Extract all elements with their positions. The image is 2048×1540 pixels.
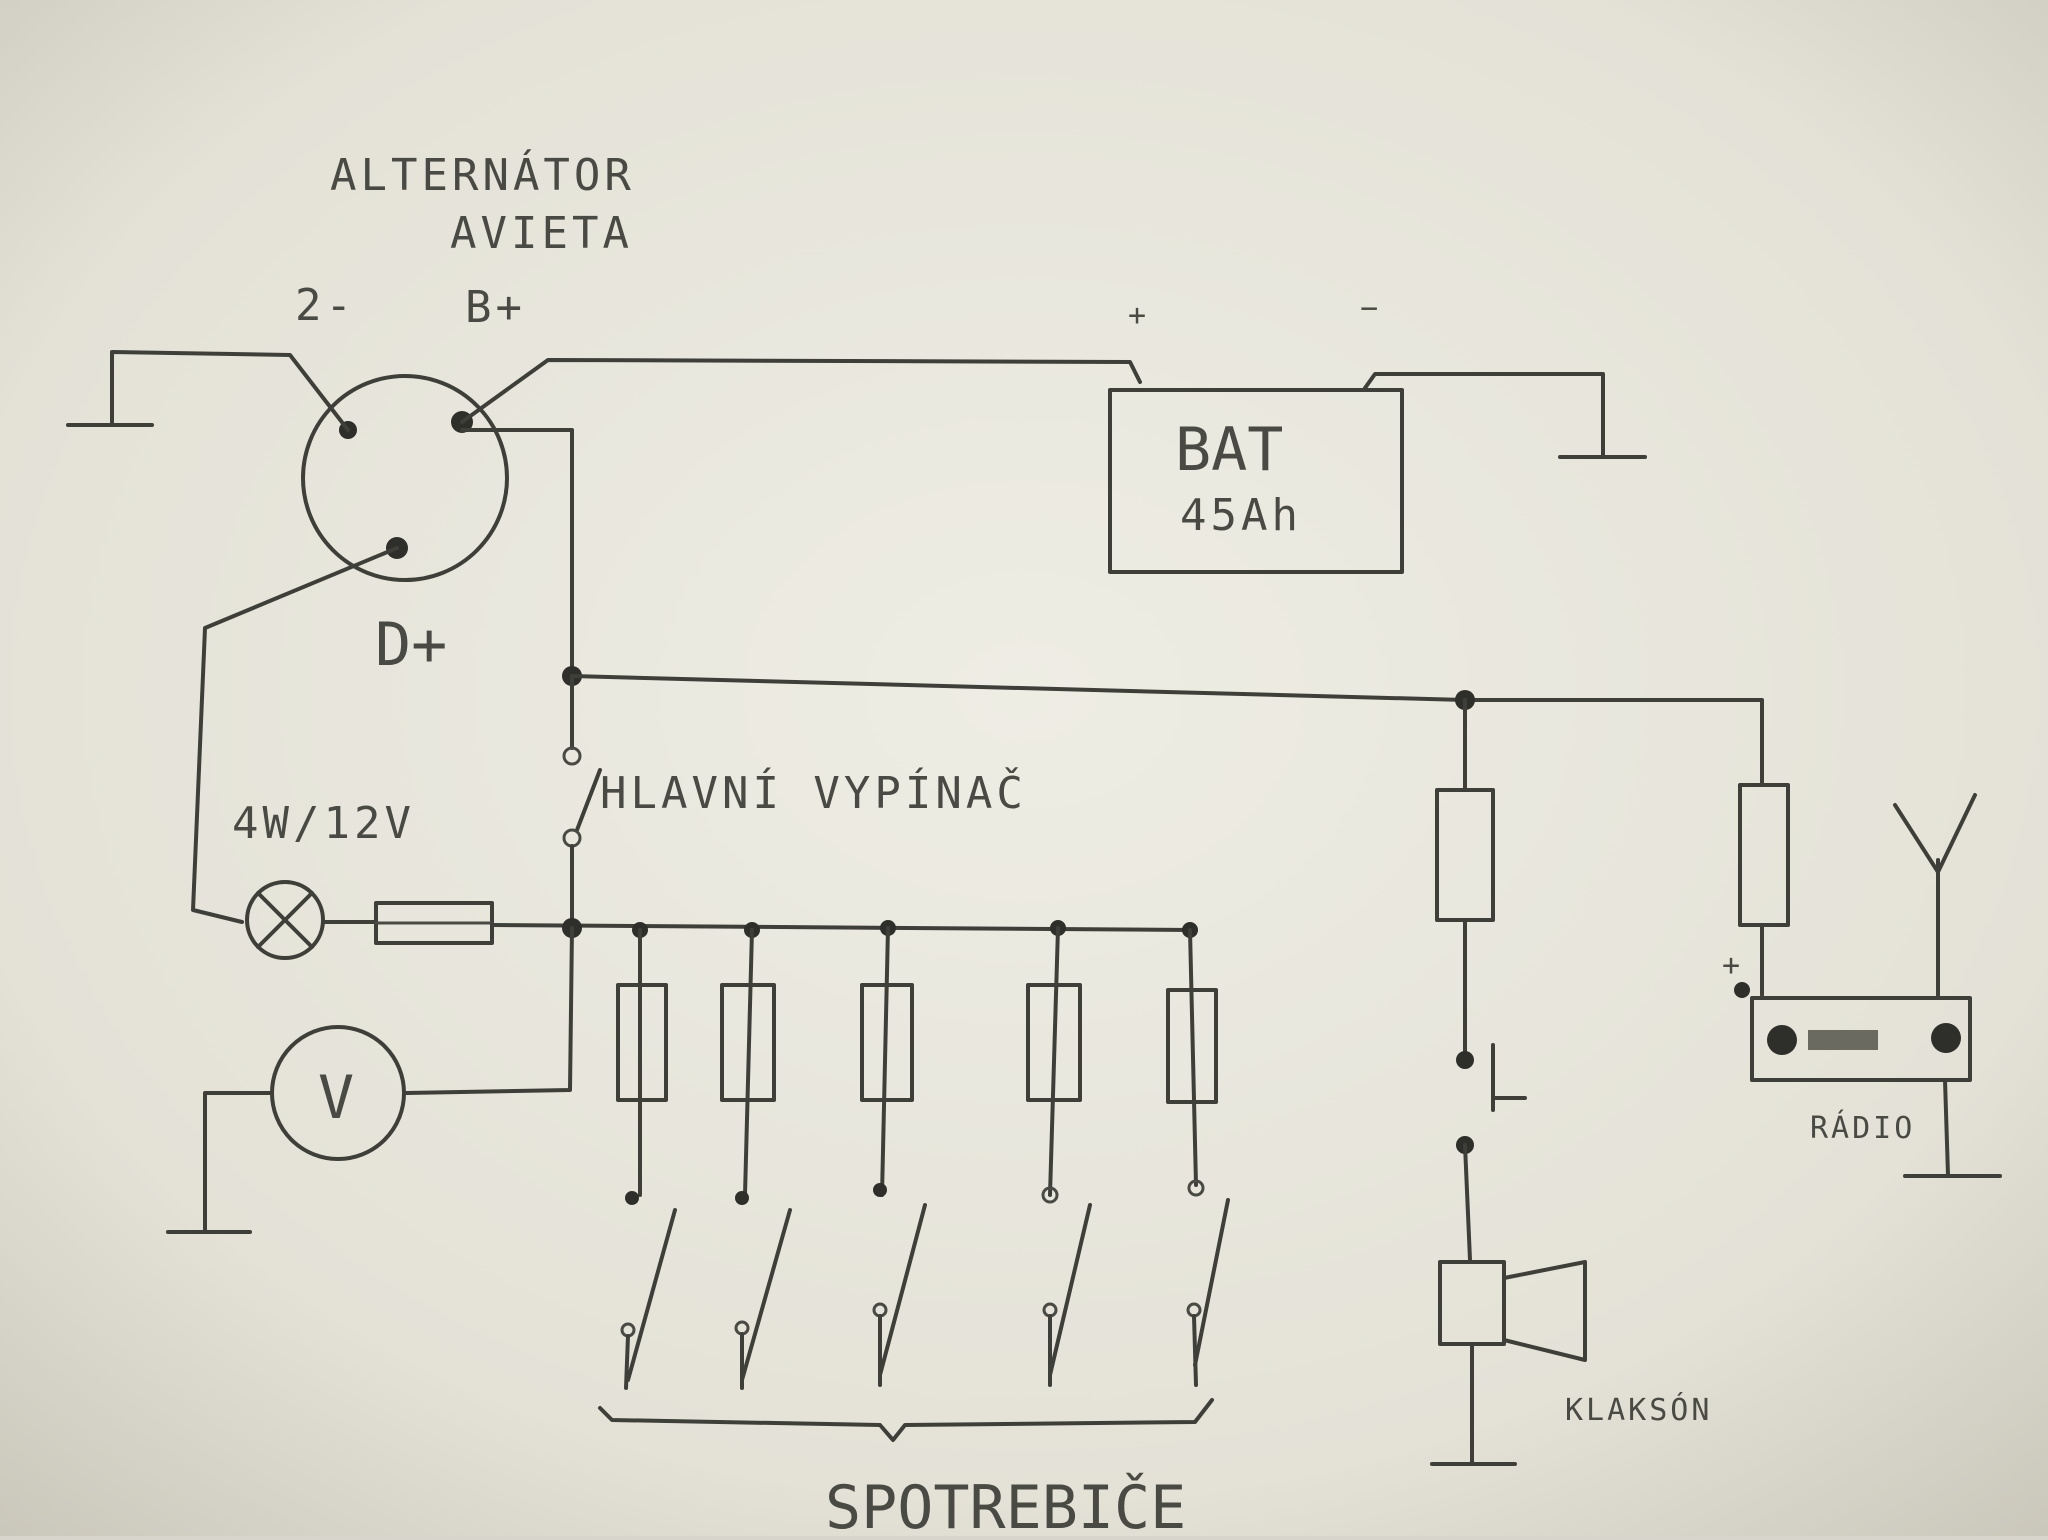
alternator-terminal-b-plus-label: B+ [465,282,526,333]
battery-capacity: 45Ah [1180,490,1302,541]
horn-button [1491,1043,1527,1112]
consumers-brace [598,1398,1214,1442]
wire-button-to-horn [1463,1143,1472,1262]
alternator-symbol [301,374,509,582]
consumers-label: SPOTREBIČE [825,1472,1186,1536]
radio-display [1808,1030,1878,1050]
horn-button-contact-top [1456,1051,1474,1069]
consumer-fuse-3 [860,983,914,1102]
wire-alt-minus-ground [110,350,350,432]
alternator-title: ALTERNÁTOR [330,148,635,201]
lamp-label: 4W/12V [232,798,415,849]
consumer-branch-2 [720,922,792,1390]
consumer-fuse-5 [1166,988,1218,1104]
main-switch-contact-top [562,746,582,766]
radio-unit [1750,996,1972,1082]
consumer-fuse-2 [720,983,776,1102]
wire-alt-bplus-bus [460,428,574,678]
consumer-branch-4 [1026,920,1092,1387]
voltmeter-label: V [318,1063,354,1133]
antenna-symbol [1893,793,1977,1000]
radio-plus-terminal [1734,982,1750,998]
consumer-switch-5 [1193,1198,1230,1367]
radio-label: RÁDIO [1810,1110,1915,1146]
wire-radio-ground [1943,1078,1950,1177]
consumer-branch-3 [860,920,927,1387]
battery [1108,388,1404,574]
horn-label: KLAKSÓN [1565,1391,1712,1428]
consumer-fuse-1 [616,983,668,1102]
consumer-switch-3 [878,1203,927,1377]
wire-main-bus-right [570,674,1764,787]
main-switch-lever [575,768,602,832]
radio-plus-label: + [1722,948,1743,983]
consumer-branch-1 [616,922,677,1390]
wire-battery-minus-ground [1363,372,1605,457]
battery-plus-label: + [1128,298,1149,333]
wire-dplus-to-lamp [191,546,399,924]
battery-minus-label: − [1360,291,1381,326]
consumer-switch-1 [626,1208,677,1382]
alternator-terminal-minus-label: 2- [295,280,356,331]
radio-knob-left [1767,1025,1797,1055]
consumer-switch-4 [1048,1203,1092,1377]
alternator-terminal-d-plus-label: D+ [375,610,447,680]
wire-voltmeter-ground [203,1091,274,1232]
consumer-switch-2 [740,1208,792,1382]
consumer-branch-5 [1166,922,1230,1387]
wire-alt-bplus-battery [460,358,1142,424]
radio-knob-right [1931,1023,1961,1053]
main-switch-label: HLAVNÍ VYPÍNAČ [600,766,1027,819]
battery-label: BAT [1175,415,1283,485]
alternator-subtitle: AVIETA [450,208,633,259]
wire-distribution-bar [490,923,1194,932]
wire-voltmeter-bus [404,926,574,1095]
consumer-fuse-4 [1026,983,1082,1102]
